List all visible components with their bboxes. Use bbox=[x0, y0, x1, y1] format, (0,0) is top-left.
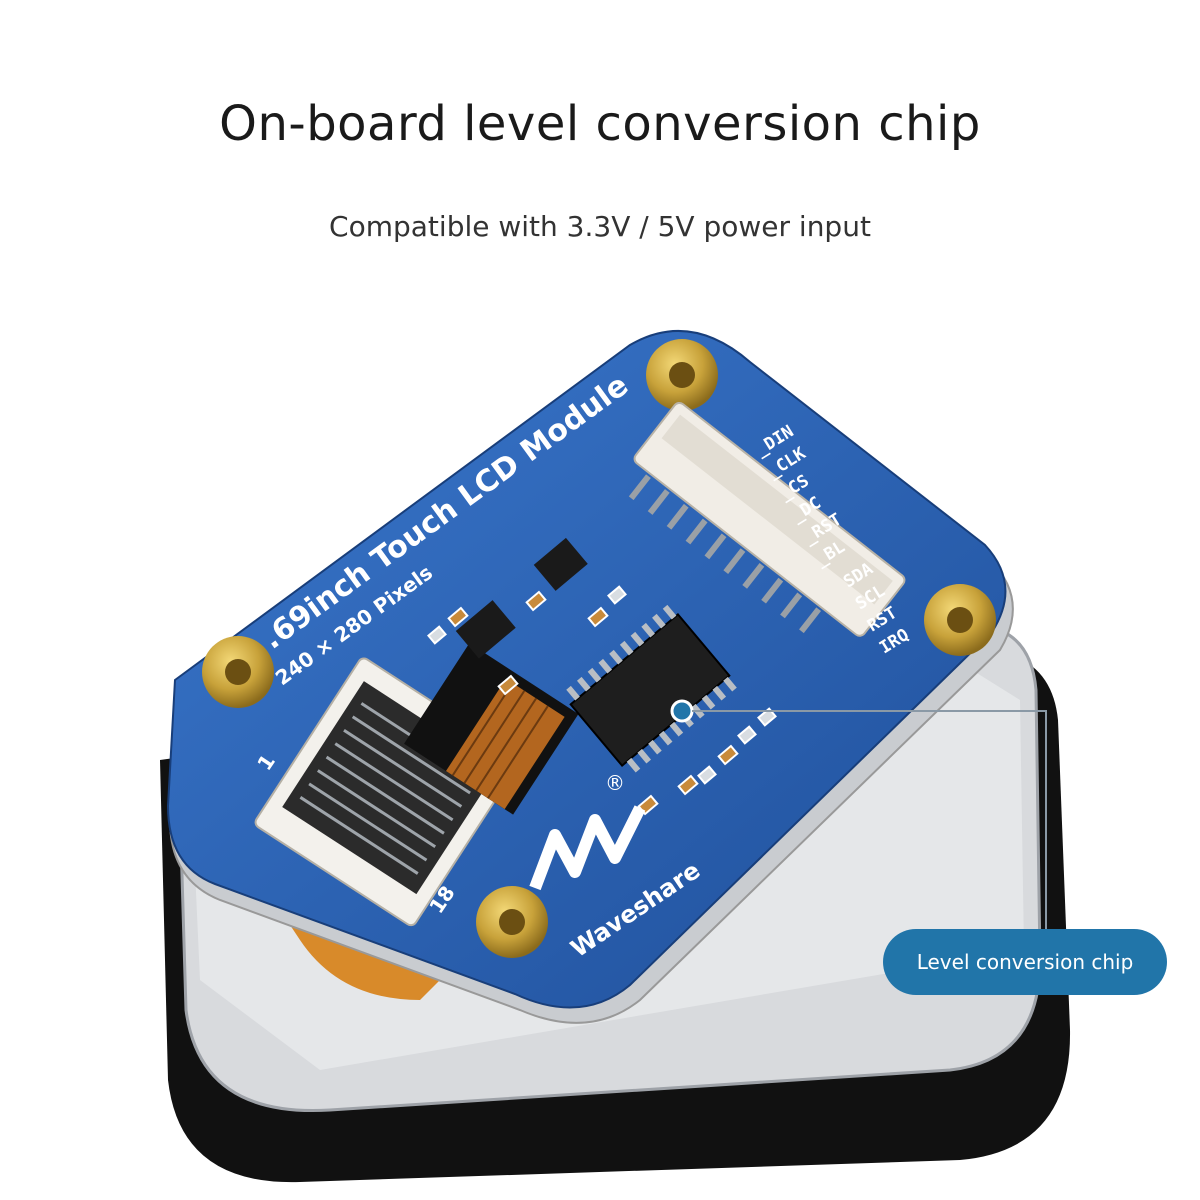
standoffs bbox=[202, 339, 996, 958]
board-ribbon bbox=[404, 643, 579, 815]
registered-mark: ® bbox=[605, 771, 625, 795]
standoff-right bbox=[924, 584, 996, 656]
sot-chip-1 bbox=[533, 537, 588, 591]
standoff-top bbox=[646, 339, 718, 411]
header-connector bbox=[628, 401, 906, 637]
wave-logo-icon bbox=[529, 805, 646, 891]
page-subtitle: Compatible with 3.3V / 5V power input bbox=[329, 210, 871, 243]
level-conversion-chip-callout: Level conversion chip bbox=[883, 929, 1167, 995]
standoff-bottom bbox=[476, 886, 548, 958]
callout-pointer bbox=[670, 699, 1047, 930]
standoff-left bbox=[202, 636, 274, 708]
sot-chip-2 bbox=[455, 600, 516, 659]
page-title: On-board level conversion chip bbox=[219, 96, 981, 152]
chip-marker-dot bbox=[670, 699, 694, 723]
